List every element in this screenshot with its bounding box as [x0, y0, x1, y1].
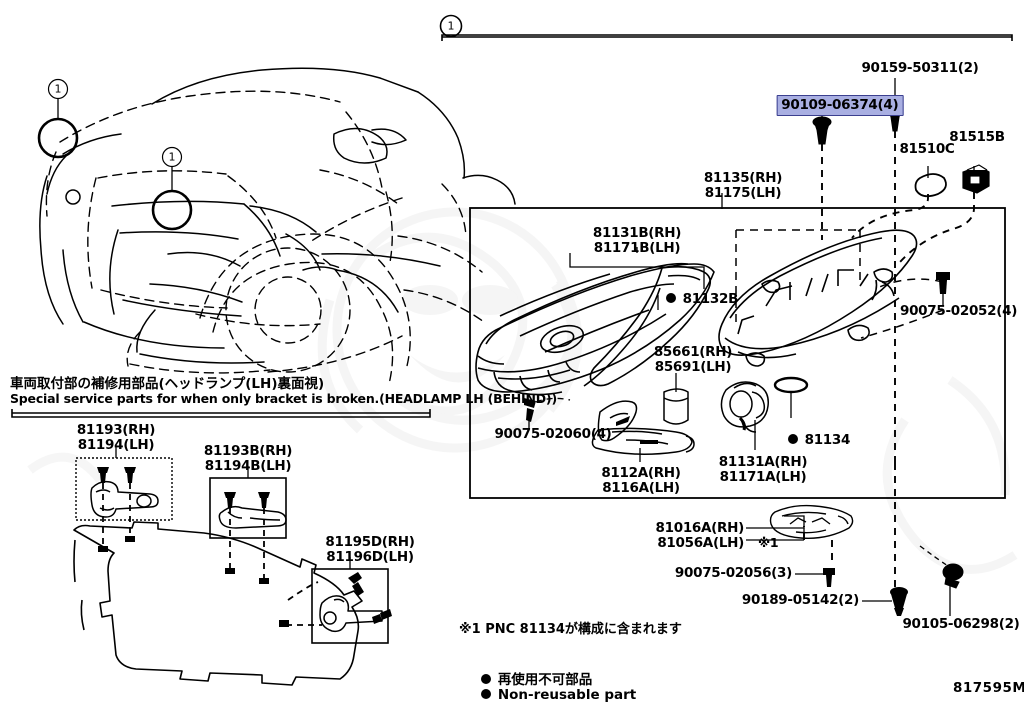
- vehicle-callout-1: 1: [54, 82, 62, 96]
- label-81515B: 81515B: [949, 129, 1005, 145]
- non-reusable-dot-icon: [480, 689, 491, 699]
- label-81134: 81134: [770, 418, 850, 463]
- label-90109-06374: 90109-06374(4): [759, 83, 904, 128]
- label-81193B-rh: 81193B(RH): [203, 443, 293, 459]
- label-90075-02056: 90075-02056(3): [674, 565, 792, 581]
- label-8112A-rh: 8112A(RH): [601, 465, 681, 481]
- non-reusable-dot-icon: [787, 434, 798, 444]
- label-81132B-text: 81132B: [682, 291, 739, 307]
- label-81135-rh: 81135(RH): [703, 170, 783, 186]
- section-callout-1: 1: [447, 19, 455, 33]
- label-81131A-rh: 81131A(RH): [718, 454, 808, 470]
- legend-jp-text: 再使用不可部品: [497, 672, 593, 688]
- label-90109-06374-highlight: 90109-06374(4): [776, 95, 904, 116]
- label-85691-lh: 85691(LH): [654, 359, 732, 375]
- legend-en-text: Non-reusable part: [497, 687, 637, 703]
- label-81016A-note: ※1: [758, 535, 779, 550]
- service-panel-title-jp: 車両取付部の補修用部品(ヘッドランプ(LH)裏面視): [10, 376, 325, 392]
- label-81131B-rh: 81131B(RH): [592, 225, 682, 241]
- label-85661-rh: 85661(RH): [653, 344, 733, 360]
- label-90159-50311: 90159-50311(2): [861, 60, 979, 76]
- label-90189-05142: 90189-05142(2): [741, 592, 859, 608]
- label-81175-lh: 81175(LH): [704, 185, 782, 201]
- footnote-pnc: ※1 PNC 81134が構成に含まれます: [459, 622, 682, 637]
- label-81016A-rh: 81016A(RH): [655, 520, 745, 536]
- service-panel-title-en: Special service parts for when only brac…: [10, 391, 557, 406]
- legend-non-reusable-en: Non-reusable part: [462, 671, 636, 707]
- label-81132B: 81132B: [648, 277, 738, 322]
- label-81134-text: 81134: [804, 432, 851, 448]
- label-81193-rh: 81193(RH): [76, 422, 156, 438]
- label-81056A-lh: 81056A(LH): [657, 535, 744, 551]
- label-90075-02052: 90075-02052(4): [900, 303, 1018, 319]
- label-81194B-lh: 81194B(LH): [204, 458, 292, 474]
- label-81171B-lh: 81171B(LH): [593, 240, 681, 256]
- drawing-code: 817595M: [953, 680, 1024, 696]
- label-81195D-rh: 81195D(RH): [325, 534, 415, 550]
- label-81171A-lh: 81171A(LH): [719, 469, 807, 485]
- label-90075-02060: 90075-02060(4): [494, 426, 612, 442]
- vehicle-callout-2: 1: [168, 150, 176, 164]
- label-8116A-lh: 8116A(LH): [602, 480, 680, 496]
- label-81194-lh: 81194(LH): [77, 437, 155, 453]
- legend-non-reusable-jp: 再使用不可部品: [462, 652, 592, 704]
- label-81196D-lh: 81196D(LH): [326, 549, 414, 565]
- non-reusable-dot-icon: [480, 674, 491, 684]
- label-90105-06298: 90105-06298(2): [902, 616, 1020, 632]
- non-reusable-dot-icon: [665, 293, 676, 303]
- label-81510C: 81510C: [899, 141, 955, 157]
